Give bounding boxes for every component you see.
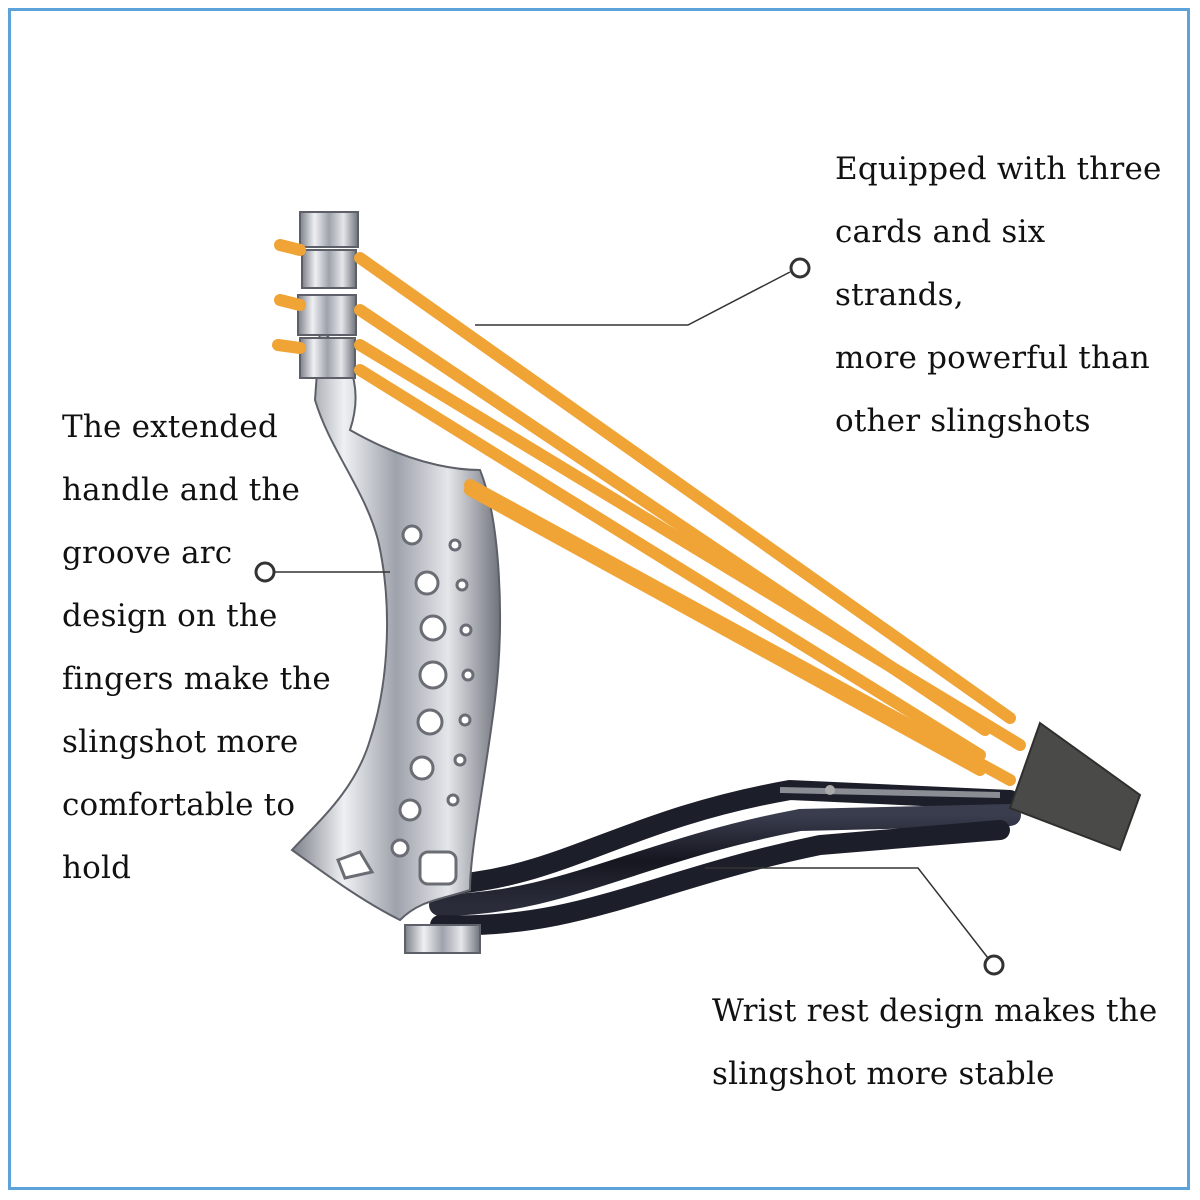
wrist-brace [429, 779, 1021, 936]
band-clamps [297, 211, 359, 379]
callout-strands-text: Equipped with three cards and six strand… [835, 151, 1162, 439]
elastic-bands [272, 239, 1026, 786]
callout-leader-lines [275, 271, 989, 959]
callout-markers [254, 257, 1005, 976]
image-frame [8, 8, 1190, 1190]
slingshot-handle [290, 328, 501, 954]
callout-handle-text: The extended handle and the groove arc d… [62, 409, 331, 886]
callout-wrist-text: Wrist rest design makes the slingshot mo… [712, 993, 1158, 1092]
marker-handle [254, 561, 276, 583]
leather-pouch [1008, 721, 1142, 852]
marker-wrist [983, 954, 1005, 976]
marker-strands [789, 257, 811, 279]
handle-holes [390, 524, 475, 858]
